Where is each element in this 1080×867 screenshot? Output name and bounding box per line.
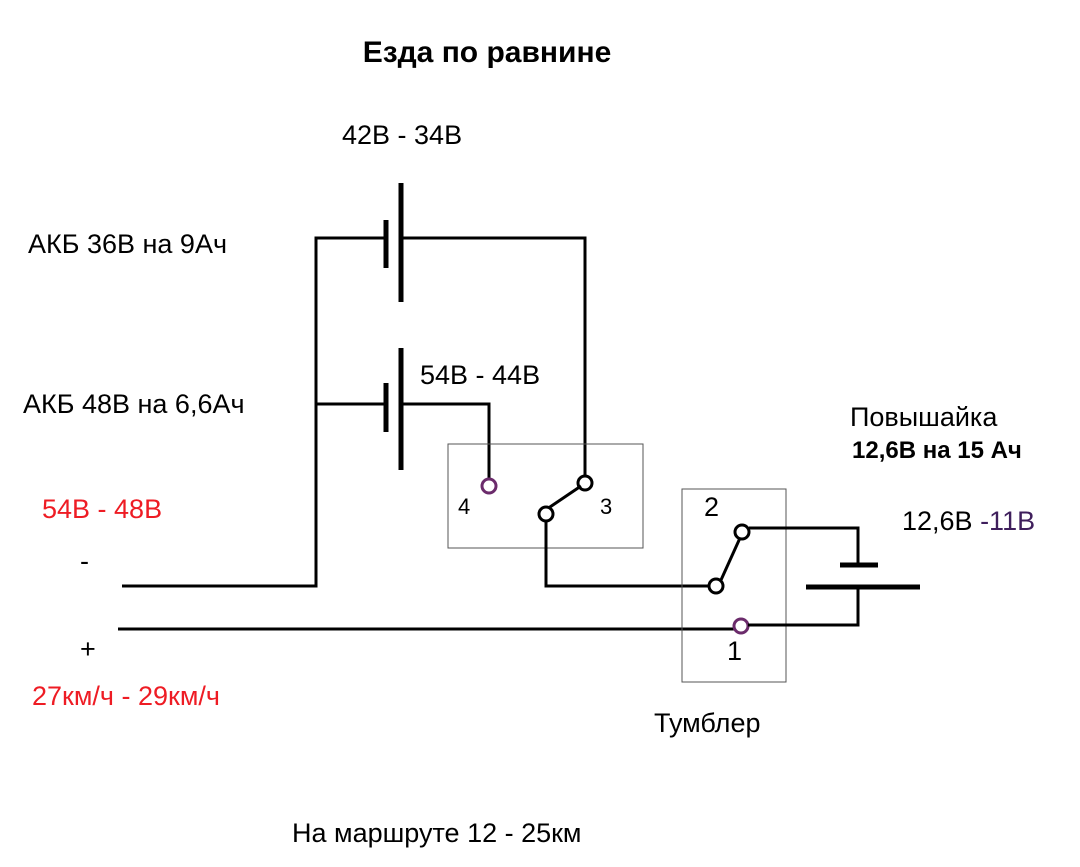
toggle-switch-box	[681, 488, 787, 683]
selector-terminal-4	[480, 477, 498, 495]
wire-toggle-to-booster	[749, 526, 860, 565]
selector-common-terminal	[537, 505, 555, 523]
toggle-lever	[719, 537, 742, 581]
battery-48v-voltage: 54В - 44В	[420, 360, 540, 390]
toggle-label-2: 2	[704, 492, 719, 522]
booster-voltage-min: -11В	[980, 506, 1035, 536]
wire-booster-to-terminal-1	[748, 587, 860, 627]
output-speed: 27км/ч - 29км/ч	[32, 681, 220, 711]
booster-rating: 12,6В на 15 Ач	[852, 437, 1022, 464]
toggle-terminal-1	[732, 617, 750, 635]
selector-label-3: 3	[600, 494, 612, 519]
battery-48v-symbol	[383, 348, 404, 470]
wire-36v-right	[401, 236, 587, 478]
toggle-common-terminal	[707, 577, 725, 595]
route-distance: На маршруте 12 - 25км	[292, 818, 582, 848]
booster-voltage-max: 12,6В	[902, 506, 980, 536]
battery-36v-symbol	[383, 183, 404, 302]
output-minus-sign: -	[80, 546, 89, 576]
wire-48v-right	[401, 402, 491, 480]
selector-terminal-3	[576, 474, 594, 492]
toggle-caption: Тумблер	[654, 708, 760, 738]
booster-title: Повышайка	[850, 402, 998, 432]
battery-36v-label: АКБ 36В на 9Ач	[28, 229, 227, 259]
selector-lever	[546, 484, 582, 511]
output-plus-sign: +	[80, 634, 96, 664]
wire-36v-left	[122, 236, 386, 588]
selector-label-4: 4	[458, 494, 470, 519]
booster-battery-symbol	[806, 562, 920, 590]
output-voltage: 54В - 48В	[42, 494, 162, 524]
toggle-label-1: 1	[727, 636, 742, 666]
wire-selector-to-toggle	[544, 521, 709, 588]
battery-36v-voltage: 42В - 34В	[342, 120, 462, 150]
diagram-title: Езда по равнине	[363, 36, 612, 69]
toggle-terminal-2	[733, 523, 751, 541]
booster-voltage: 12,6В -11В	[902, 506, 1035, 536]
battery-48v-label: АКБ 48В на 6,6Ач	[23, 389, 245, 419]
